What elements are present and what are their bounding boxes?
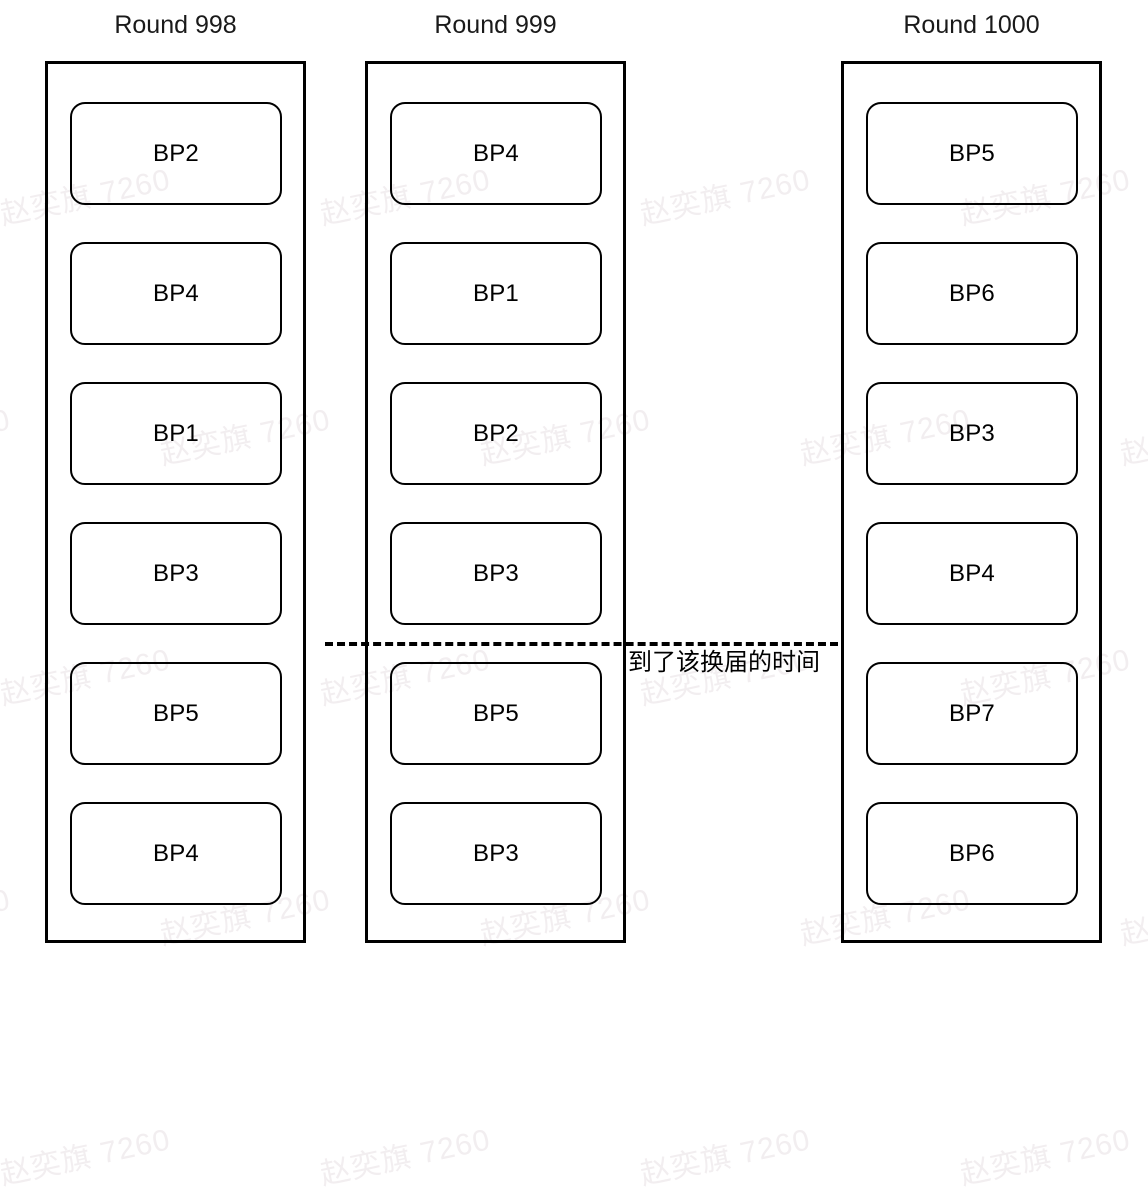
rotation-divider-line bbox=[325, 642, 838, 646]
bp-label: BP5 bbox=[473, 699, 519, 727]
round-header-999: Round 999 bbox=[434, 11, 557, 39]
bp-box[interactable]: BP5 bbox=[866, 102, 1078, 205]
bp-box[interactable]: BP4 bbox=[70, 242, 282, 345]
round-column-999 bbox=[365, 61, 626, 943]
bp-box[interactable]: BP5 bbox=[70, 662, 282, 765]
bp-rotation-diagram: Round 998 BP2 BP4 BP1 BP3 BP5 BP4 Round … bbox=[45, 11, 1102, 943]
bp-box[interactable]: BP3 bbox=[70, 522, 282, 625]
bp-label: BP6 bbox=[949, 279, 995, 307]
bp-label: BP3 bbox=[949, 419, 995, 447]
bp-box[interactable]: BP3 bbox=[390, 522, 602, 625]
bp-label: BP7 bbox=[949, 699, 995, 727]
round-column-998 bbox=[45, 61, 306, 943]
watermark-text: 赵奕旗 7260 bbox=[637, 1123, 814, 1192]
bp-label: BP4 bbox=[949, 559, 995, 587]
bp-box[interactable]: BP1 bbox=[390, 242, 602, 345]
bp-label: BP4 bbox=[473, 139, 519, 167]
bp-label: BP4 bbox=[153, 839, 199, 867]
bp-label: BP1 bbox=[473, 279, 519, 307]
round-column-1000 bbox=[841, 61, 1102, 943]
bp-box[interactable]: BP2 bbox=[70, 102, 282, 205]
round-header-998: Round 998 bbox=[114, 11, 237, 39]
watermark-text: 赵奕旗 7260 bbox=[317, 1123, 494, 1192]
bp-label: BP3 bbox=[153, 559, 199, 587]
bp-label: BP4 bbox=[153, 279, 199, 307]
bp-label: BP5 bbox=[949, 139, 995, 167]
bp-box[interactable]: BP3 bbox=[866, 382, 1078, 485]
watermark-text: 赵奕旗 7260 bbox=[0, 1123, 174, 1192]
round-header-1000: Round 1000 bbox=[903, 11, 1040, 39]
bp-box[interactable]: BP1 bbox=[70, 382, 282, 485]
bp-label: BP3 bbox=[473, 559, 519, 587]
bp-box[interactable]: BP4 bbox=[390, 102, 602, 205]
bp-box[interactable]: BP5 bbox=[390, 662, 602, 765]
bp-label: BP6 bbox=[949, 839, 995, 867]
bp-box[interactable]: BP3 bbox=[390, 802, 602, 905]
bp-box[interactable]: BP2 bbox=[390, 382, 602, 485]
bp-box[interactable]: BP4 bbox=[70, 802, 282, 905]
bp-label: BP1 bbox=[153, 419, 199, 447]
bp-box[interactable]: BP6 bbox=[866, 802, 1078, 905]
bp-label: BP2 bbox=[153, 139, 199, 167]
bp-box[interactable]: BP7 bbox=[866, 662, 1078, 765]
bp-label: BP5 bbox=[153, 699, 199, 727]
bp-box[interactable]: BP4 bbox=[866, 522, 1078, 625]
bp-box[interactable]: BP6 bbox=[866, 242, 1078, 345]
watermark-text: 赵奕旗 7260 bbox=[957, 1123, 1134, 1192]
bp-label: BP2 bbox=[473, 419, 519, 447]
rotation-divider-label: 到了该换届的时间 bbox=[628, 649, 820, 676]
bp-label: BP3 bbox=[473, 839, 519, 867]
